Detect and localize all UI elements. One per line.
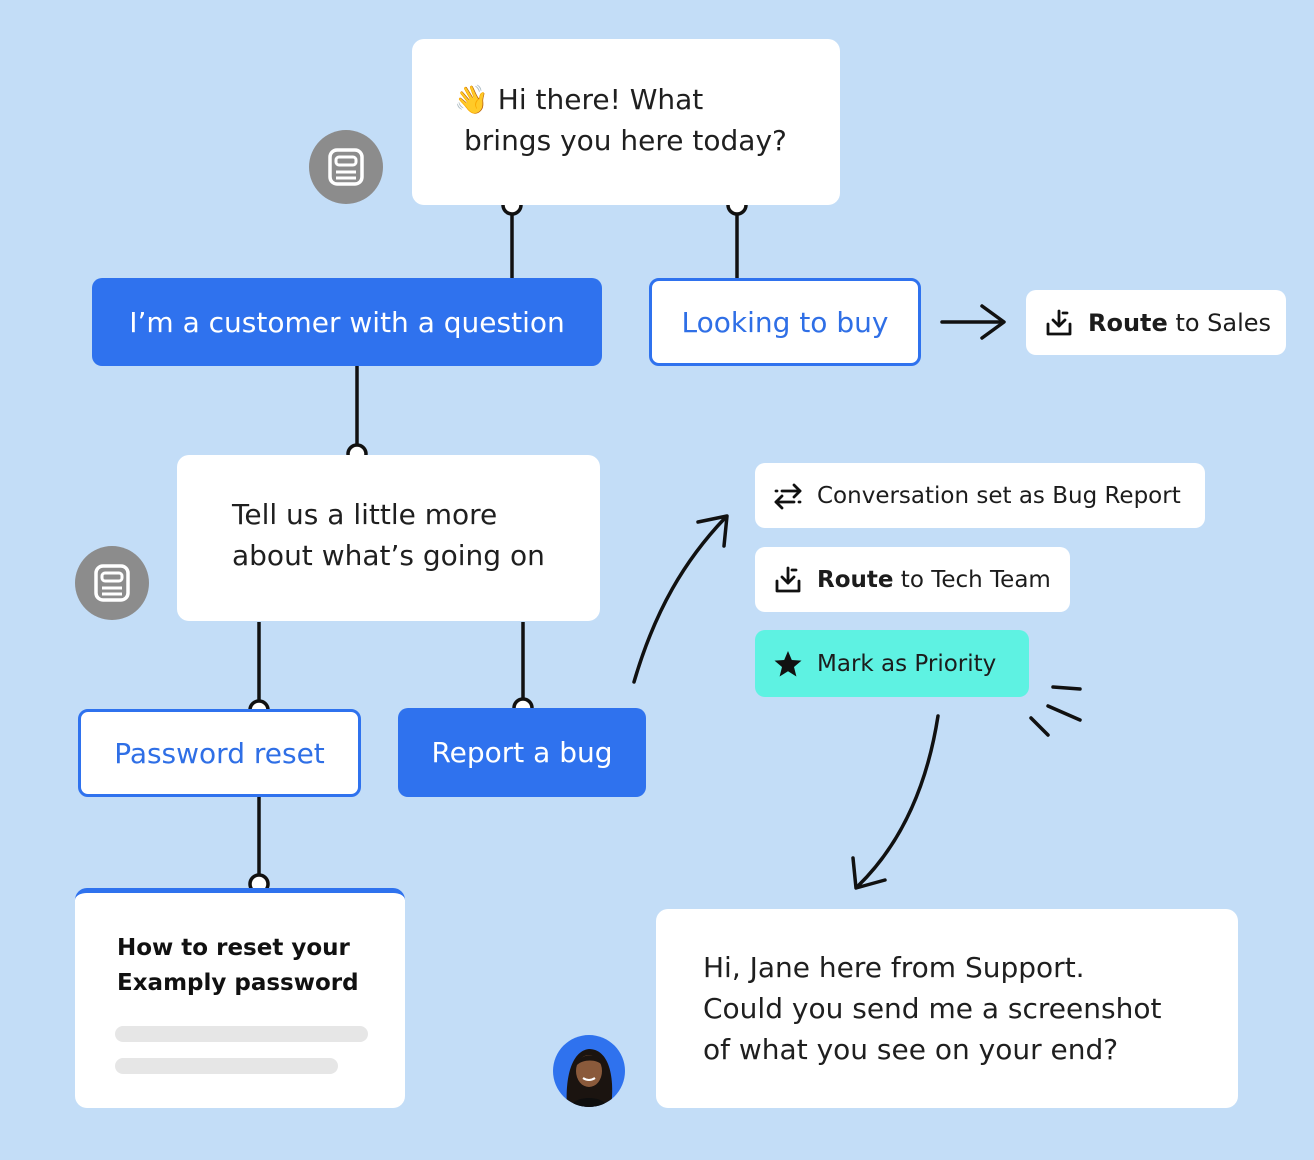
route-sales-rest: to Sales [1167,308,1272,337]
waving-hand-icon: 👋 [454,83,489,116]
chatbot-icon [94,564,130,602]
route-tech-bold: Route [817,566,894,593]
agent-reply-line-3: of what you see on your end? [703,1033,1119,1066]
chatbot-icon [328,148,364,186]
password-reset-button[interactable]: Password reset [78,709,361,797]
looking-to-buy-button[interactable]: Looking to buy [649,278,921,366]
route-tech-rest: to Tech Team [893,566,1051,593]
followup-message-card: Tell us a little more about what’s going… [177,455,600,621]
agent-reply-line-1: Hi, Jane here from Support. [703,951,1085,984]
bug-report-action: Conversation set as Bug Report [755,463,1205,528]
agent-reply-line-2: Could you send me a screenshot [703,992,1162,1025]
bot-avatar [75,546,149,620]
article-title: How to reset your Examply password [117,935,359,996]
arrow-to-sales [940,304,1006,340]
article-text-placeholder-line [115,1058,338,1074]
greeting-message-card: 👋 Hi there! What brings you here today? [412,39,840,205]
route-to-sales-action: Route to Sales [1026,290,1286,355]
arrow-to-actions [632,514,729,684]
greeting-line-1: Hi there! What [497,83,704,116]
priority-burst-decoration [1029,685,1082,737]
help-article-card: How to reset your Examply password [75,888,405,1108]
inbox-download-icon [1042,306,1076,340]
agent-avatar [553,1035,625,1107]
agent-reply-card: Hi, Jane here from Support. Could you se… [656,909,1238,1108]
mark-as-priority-action: Mark as Priority [755,630,1029,697]
arrow-to-agent-reply [851,714,940,890]
bug-report-action-label: Conversation set as Bug Report [817,482,1181,509]
route-to-tech-team-action: Route to Tech Team [755,547,1070,612]
followup-line-1: Tell us a little more [232,498,498,531]
route-sales-bold: Route [1088,308,1168,337]
report-bug-button[interactable]: Report a bug [398,708,646,797]
arrows-swap-icon [771,479,805,513]
star-icon [771,647,805,681]
bot-avatar [309,130,383,204]
followup-line-2: about what’s going on [232,539,545,572]
customer-question-button[interactable]: I’m a customer with a question [92,278,602,366]
priority-action-label: Mark as Priority [817,650,997,677]
article-text-placeholder-line [115,1026,368,1042]
greeting-line-2: brings you here today? [464,124,787,157]
inbox-download-icon [771,563,805,597]
